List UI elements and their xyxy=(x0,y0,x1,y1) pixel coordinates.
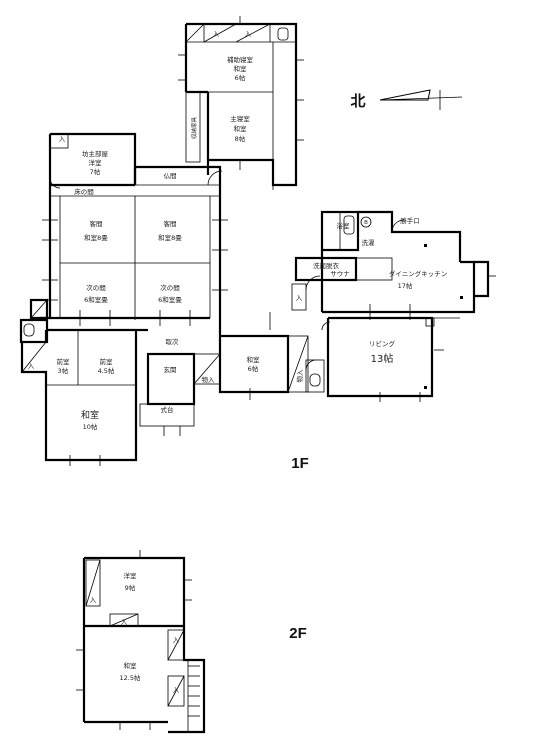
floor-label-1f: 1F xyxy=(291,455,309,472)
iri-2: 入 xyxy=(245,30,252,38)
zenshitsu1-2: 3帖 xyxy=(58,366,69,375)
mono-small-label: 入 xyxy=(296,294,303,302)
iri-2f-1: 入 xyxy=(90,596,97,604)
washitsu6-2: 6帖 xyxy=(248,364,259,373)
tsugi-left-1: 次の間 xyxy=(86,283,106,292)
zenshitsu2-2: 4.5帖 xyxy=(98,366,115,375)
yoshitsu9-1: 洋室 xyxy=(124,571,138,580)
door-swings xyxy=(49,170,405,371)
shu-label-1: 主寝室 xyxy=(230,114,250,123)
zenshitsu1-1: 前室 xyxy=(57,357,71,366)
toko-label: 床の間 xyxy=(74,187,94,196)
hojo-label-2: 和室 xyxy=(234,64,248,73)
yokushitsu-label: 浴室 xyxy=(337,221,351,230)
b-mark: B xyxy=(364,220,368,226)
washitsu10-1: 和室 xyxy=(81,409,99,421)
tsugi-right-2: 6和室畳 xyxy=(158,295,182,304)
tsugi-left-2: 6和室畳 xyxy=(84,295,108,304)
washitsu6-1: 和室 xyxy=(247,355,261,364)
butsuma-label: 仏間 xyxy=(164,172,177,180)
iri-2f-3: 入 xyxy=(173,636,180,644)
bozu-label-3: 7帖 xyxy=(90,167,101,176)
kyakuma-left-1: 客間 xyxy=(90,219,103,228)
yoshitsu9-2: 9帖 xyxy=(125,583,136,592)
shikidai-label: 式台 xyxy=(161,405,174,414)
living-2: 13帖 xyxy=(371,352,394,365)
dining-1: ダイニングキッチン xyxy=(389,269,448,278)
kyakuma-right-2: 和室8畳 xyxy=(158,233,182,242)
iri-2f-4: 入 xyxy=(173,686,180,694)
washitsu12-1: 和室 xyxy=(124,661,138,670)
iri-1: 入 xyxy=(213,30,220,38)
senmen-label: 洗面脱衣 xyxy=(313,261,340,270)
iri-3: 入 xyxy=(28,362,35,370)
shu-label-2: 和室 xyxy=(234,124,248,133)
floor-label-2f: 2F xyxy=(289,625,307,642)
hojo-label-3: 6帖 xyxy=(235,73,246,82)
zenshitsu2-1: 前室 xyxy=(100,357,114,366)
bozu-label-2: 洋室 xyxy=(89,158,103,167)
north-label: 北 xyxy=(350,93,365,110)
iri-2f-2: 入 xyxy=(121,618,128,626)
sauna-label: サウナ xyxy=(330,270,350,278)
fixtures xyxy=(23,27,463,389)
toritsugi-label: 取次 xyxy=(166,337,180,346)
mono-genkan-label: 物入 xyxy=(202,375,216,384)
first-floor-ticks xyxy=(42,16,496,466)
room-labels-1f: 補助寝室 和室 6帖 主寝室 和室 8帖 収納家具 坊主部屋 洋室 7帖 仏間 … xyxy=(28,30,448,431)
kyakuma-right-1: 客間 xyxy=(164,219,177,228)
washitsu12-2: 12.5帖 xyxy=(120,673,141,682)
mono-right-label: 物入 xyxy=(295,369,304,383)
second-floor: 洋室 9帖 和室 12.5帖 入 入 入 入 xyxy=(76,550,206,734)
sentaku-label: 洗濯 xyxy=(362,238,376,247)
tsugi-right-1: 次の間 xyxy=(160,283,180,292)
first-floor-walls xyxy=(19,22,490,462)
shu-label-3: 8帖 xyxy=(235,134,246,143)
dining-2: 17帖 xyxy=(398,281,413,290)
genkan-label: 玄関 xyxy=(164,365,177,374)
iri-4: 入 xyxy=(59,135,66,143)
living-1: リビング xyxy=(369,339,396,348)
bozu-label-1: 坊主部屋 xyxy=(82,149,109,158)
washitsu10-2: 10帖 xyxy=(83,422,98,431)
compass: 北 xyxy=(350,89,463,110)
closet-diagonals xyxy=(21,23,309,393)
shuno-label: 収納家具 xyxy=(190,117,198,140)
kyakuma-left-2: 和室8畳 xyxy=(84,233,108,242)
katteguchi-label: 勝手口 xyxy=(400,216,420,225)
hojo-label-1: 補助寝室 xyxy=(227,55,254,64)
